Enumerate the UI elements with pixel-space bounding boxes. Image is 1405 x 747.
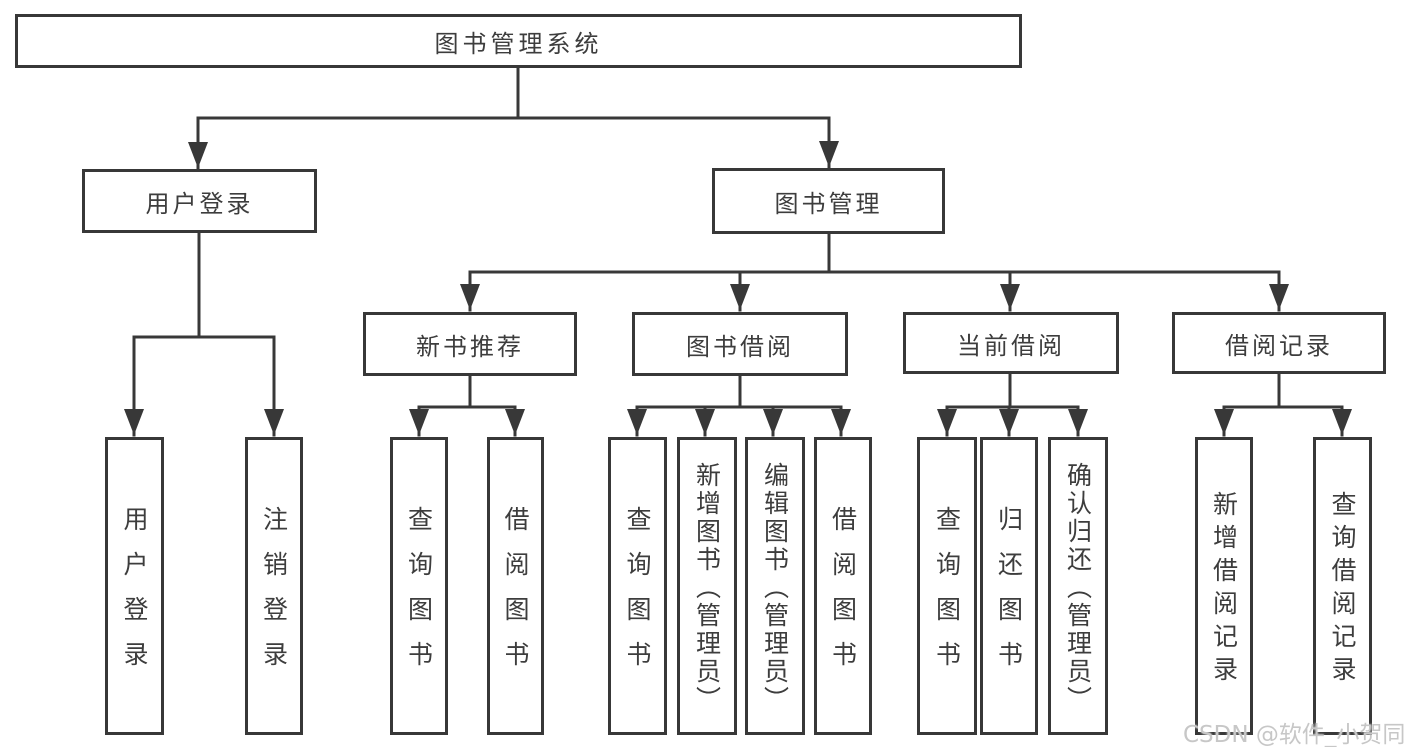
leaf-add-borrow-record: 新增借阅记录 xyxy=(1195,437,1253,735)
node-label: 编辑图书（管理员） xyxy=(760,461,790,714)
branch-current-borrow xyxy=(937,372,1088,437)
node-label: 图书管理 xyxy=(774,189,883,218)
node-user-login: 用户登录 xyxy=(82,169,317,233)
node-label: 当前借阅 xyxy=(957,331,1065,360)
node-label: 图书管理系统 xyxy=(434,29,603,58)
node-label: 查询图书 xyxy=(623,506,652,686)
node-label: 用户登录 xyxy=(145,189,254,218)
node-label: 查询图书 xyxy=(404,506,434,686)
leaf-query-borrow-record: 查询借阅记录 xyxy=(1313,437,1372,735)
node-label: 注销登录 xyxy=(259,506,289,686)
leaf-query-books: 查询图书 xyxy=(608,437,667,735)
branch-book-management xyxy=(460,232,1289,312)
branch-root xyxy=(188,66,839,170)
leaf-user-login: 用户登录 xyxy=(105,437,164,735)
branch-borrow-records xyxy=(1214,372,1352,437)
node-label: 查询借阅记录 xyxy=(1328,491,1357,689)
node-library-system: 图书管理系统 xyxy=(15,14,1022,68)
node-book-borrow: 图书借阅 xyxy=(632,312,848,376)
leaf-return-books: 归还图书 xyxy=(980,437,1038,735)
node-label: 归还图书 xyxy=(994,506,1024,686)
csdn-watermark: CSDN @软件_小贺同学 xyxy=(1183,722,1405,747)
leaf-borrow-books: 借阅图书 xyxy=(487,437,544,735)
leaf-query-books: 查询图书 xyxy=(917,437,977,735)
node-label: 图书借阅 xyxy=(686,332,794,361)
node-label: 确认归还（管理员） xyxy=(1063,461,1093,714)
node-label: 新增借阅记录 xyxy=(1209,491,1239,689)
branch-user-login xyxy=(124,231,284,437)
node-label: 查询图书 xyxy=(932,506,962,686)
node-label: 用户登录 xyxy=(120,506,149,686)
leaf-query-books: 查询图书 xyxy=(390,437,448,735)
node-book-management: 图书管理 xyxy=(712,168,945,234)
node-label: 借阅记录 xyxy=(1225,331,1333,360)
leaf-add-books-admin: 新增图书（管理员） xyxy=(677,437,737,735)
leaf-edit-books-admin: 编辑图书（管理员） xyxy=(745,437,805,735)
branch-book-borrow xyxy=(627,374,851,437)
node-label: 新书推荐 xyxy=(416,332,524,361)
branch-new-book-recommend xyxy=(409,374,525,437)
node-label: 借阅图书 xyxy=(828,506,858,686)
node-label: 借阅图书 xyxy=(501,506,530,686)
leaf-borrow-books: 借阅图书 xyxy=(814,437,872,735)
node-current-borrow: 当前借阅 xyxy=(903,312,1119,374)
node-new-book-recommend: 新书推荐 xyxy=(363,312,577,376)
leaf-logout: 注销登录 xyxy=(245,437,303,735)
leaf-confirm-return-admin: 确认归还（管理员） xyxy=(1048,437,1108,735)
node-borrow-records: 借阅记录 xyxy=(1172,312,1386,374)
node-label: 新增图书（管理员） xyxy=(692,461,722,714)
